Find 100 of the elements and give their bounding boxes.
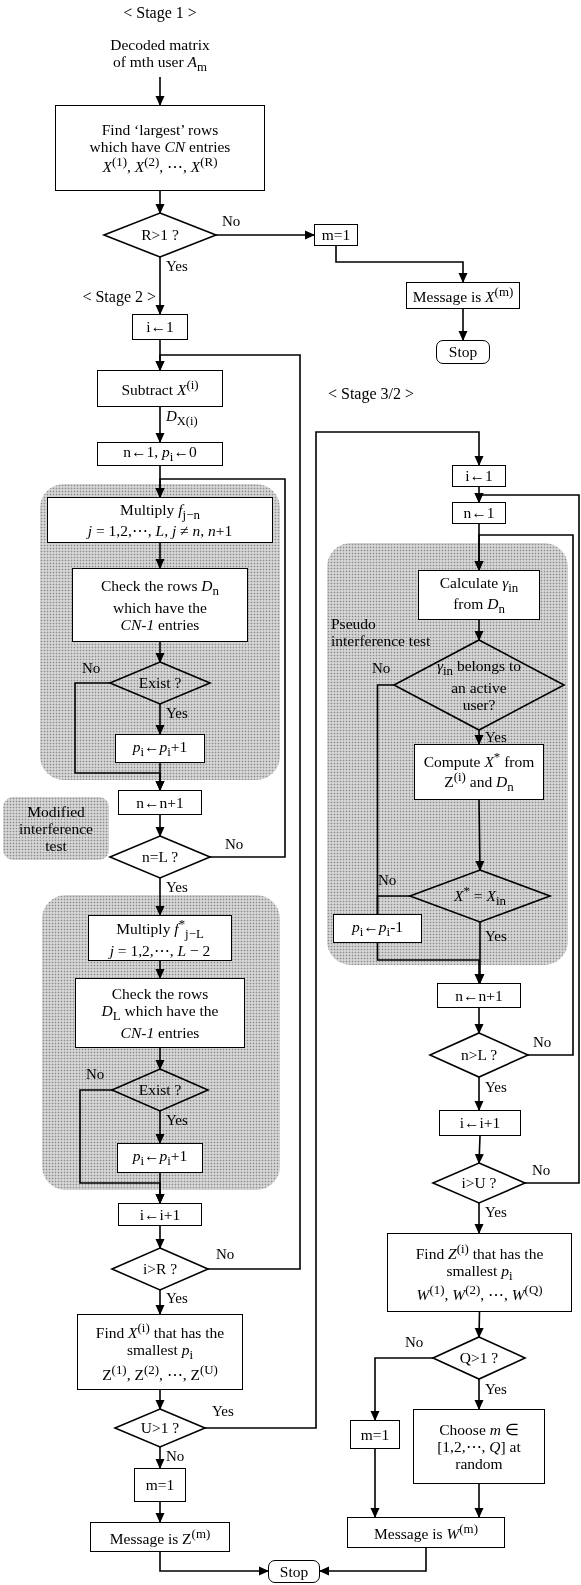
edge-label: Yes	[166, 258, 188, 275]
flow-arrow	[474, 729, 484, 745]
edge-label: Yes	[166, 1290, 188, 1307]
flow-arrow	[370, 1448, 380, 1518]
box-text: Z$^{(1)}$, Z$^{(2)}$, ⋯, Z$^{(U)}$	[101, 1362, 219, 1383]
process-box	[47, 497, 273, 543]
shaded-region	[42, 895, 280, 1190]
box-text: X$^{(1)}$, X$^{(2)}$, ⋯, X$^{(R)}$	[101, 154, 219, 176]
box-text: Find ‘largest’ rows which have CN entries	[88, 120, 232, 155]
box-text: n←1	[463, 504, 495, 522]
flow-arrow	[474, 1378, 484, 1410]
flow-arrow	[335, 245, 468, 283]
flow-arrow	[215, 230, 315, 240]
edge-label: Yes	[485, 1079, 507, 1096]
flow-arrow	[155, 1289, 165, 1315]
shaded-region	[327, 543, 568, 965]
process-box	[347, 1517, 505, 1548]
flow-arrow	[319, 1547, 427, 1576]
flow-arrow	[204, 431, 484, 1429]
process-box	[134, 1468, 186, 1502]
flow-arrow	[155, 542, 165, 569]
terminal-text: Stop	[279, 1562, 309, 1580]
decision-diamond	[115, 1409, 205, 1447]
box-text: p$_{i}$←p$_{i}$+1	[132, 1147, 188, 1169]
input-label: Decoded matrix of mth user A$_{m}$	[109, 35, 211, 75]
flow-arrow	[155, 1047, 165, 1070]
flow-arrow	[155, 1389, 165, 1410]
decision-diamond	[112, 1248, 208, 1290]
process-box	[437, 983, 521, 1008]
flow-arrow	[474, 493, 580, 1184]
process-box	[452, 465, 506, 487]
flow-arrow	[155, 478, 286, 858]
decision-diamond	[104, 213, 216, 257]
decision-diamond	[110, 662, 210, 704]
flow-arrow	[159, 1551, 269, 1576]
box-text: p$_{i}$←p$_{i}$+1	[132, 737, 188, 760]
process-box	[418, 570, 540, 620]
flow-arrow	[155, 877, 165, 916]
decision-diamond	[430, 1033, 528, 1077]
edge-label: Yes	[166, 705, 188, 722]
decision-diamond	[410, 870, 550, 922]
process-box	[314, 224, 358, 246]
edge-label: No	[225, 836, 244, 853]
flow-arrow	[155, 256, 165, 315]
box-text: W$^{(1)}$, W$^{(2)}$, ⋯, W$^{(Q)}$	[415, 1283, 544, 1304]
shaded-region	[40, 484, 280, 780]
flow-arrow	[474, 1007, 484, 1034]
decision-diamond	[110, 836, 210, 878]
decision-text: U>1 ?	[140, 1419, 180, 1437]
flow-arrow	[474, 1135, 484, 1164]
edge-label: Yes	[485, 928, 507, 945]
terminal-text: Stop	[448, 343, 478, 361]
flow-arrow	[155, 1501, 165, 1523]
box-text: Find Z$^{(i)}$ that has the smallest p$_{i}$	[414, 1241, 545, 1284]
process-box	[132, 314, 188, 340]
region-label: Pseudo interference test	[331, 615, 431, 650]
flow-arrow	[155, 814, 165, 837]
flow-arrow	[155, 406, 165, 443]
process-box	[75, 978, 245, 1048]
box-text: Check the rows D$_{L}$ which have the CN-1 entries	[101, 985, 219, 1041]
box-text: p$_{i}$←p$_{i}$-1	[351, 917, 404, 940]
connector-line	[376, 895, 411, 915]
edge-label: Yes	[485, 1381, 507, 1398]
box-text: m=1	[145, 1476, 175, 1494]
edge-label: Yes	[485, 1204, 507, 1221]
flow-arrow	[155, 703, 165, 735]
box-text: Subtract X$^{(i)}$	[121, 378, 199, 399]
flow-arrow	[474, 1483, 484, 1518]
edge-label: No	[372, 660, 391, 677]
decision-text: γ$_{in}$ belongs to an active user?	[435, 657, 523, 713]
flow-arrow	[155, 1446, 165, 1469]
box-text: n←n+1	[455, 986, 503, 1004]
process-box	[97, 442, 223, 466]
box-text: Multiply f$_{j−n}$	[120, 500, 200, 523]
decision-text: Q>1 ?	[459, 1349, 499, 1367]
box-text: m=1	[321, 226, 351, 244]
edge-label: No	[86, 1066, 105, 1083]
edge-label: No	[378, 872, 397, 889]
box-text: Message is W$^{(m)}$	[374, 1522, 478, 1543]
box-text: i←1	[146, 318, 174, 336]
box-text: Find X$^{(i)}$ that has the smallest p$_{i}$	[95, 1321, 225, 1363]
flow-arrow	[370, 1357, 434, 1421]
flow-arrow	[474, 619, 484, 641]
flow-arrow	[474, 1311, 484, 1338]
box-text: n←n+1	[136, 793, 184, 811]
flow-arrow	[155, 960, 165, 979]
edge-label: No	[533, 1034, 552, 1051]
process-box	[406, 282, 520, 309]
terminal-box	[268, 1560, 320, 1583]
process-box	[333, 914, 422, 943]
box-text: n←1, p$_{i}$←0	[123, 443, 197, 465]
box-text: Calculate γ$_{in}$ from D$_{n}$	[438, 573, 520, 617]
edge-label: No	[222, 213, 241, 230]
process-box	[88, 915, 232, 961]
region-label: Modified interference test	[18, 802, 94, 855]
box-text: Message is Z$^{(m)}$	[109, 1526, 211, 1548]
edge-label: Yes	[166, 879, 188, 896]
decision-text: n=L ?	[141, 848, 179, 866]
decision-text: n>L ?	[460, 1046, 498, 1064]
process-box	[72, 568, 248, 642]
